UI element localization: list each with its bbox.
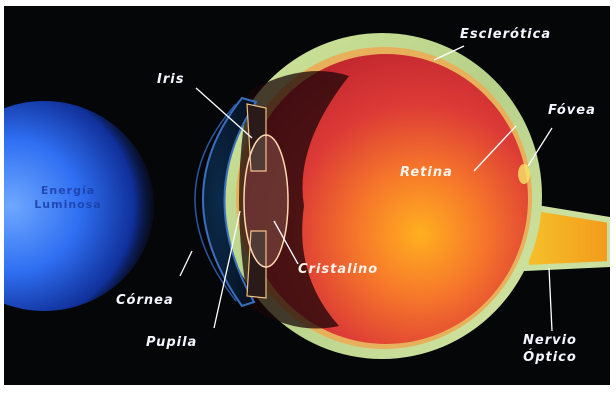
label-cornea: Córnea [116,292,174,309]
label-cristalino: Cristalino [298,261,378,278]
fovea-spot [518,164,530,184]
label-retina: Retina [400,164,453,181]
label-esclerotica: Esclerótica [460,26,551,43]
diagram-frame: Energía Luminosa Esclerótica Iris Fóvea … [4,6,610,385]
leader-cornea [180,251,192,276]
label-pupila: Pupila [146,334,197,351]
leader-nervio [549,268,552,331]
label-nervio-optico: Nervio Óptico [510,332,590,366]
label-fovea: Fóvea [548,102,596,119]
label-iris: Iris [157,71,184,88]
lens [244,135,288,267]
light-energy-label: Energía Luminosa [12,184,124,212]
